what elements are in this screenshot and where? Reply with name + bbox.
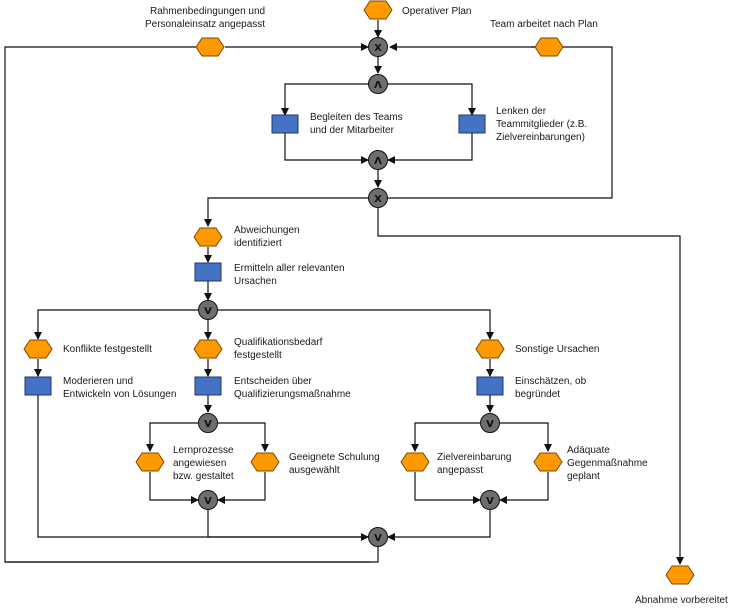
function-moderieren-label-2: Entwickeln von Lösungen xyxy=(63,389,176,400)
function-einschaetzen-label-2: begründet xyxy=(515,389,560,400)
event-geeignete-schulung: Geeignete Schulung ausgewählt xyxy=(250,452,380,476)
event-konflikte-label: Konflikte festgestellt xyxy=(63,344,152,355)
or-split-qualification-symbol: V xyxy=(204,419,212,430)
connectors xyxy=(4,20,684,565)
function-entscheiden-label-2: Qualifizierungsmaßnahme xyxy=(234,389,351,400)
event-rahmenbedingungen-label-1: Rahmenbedingungen und xyxy=(150,6,265,17)
function-lenken: Lenken der Teammitglieder (z.B. Zielvere… xyxy=(458,106,587,143)
function-einschaetzen-label-1: Einschätzen, ob xyxy=(515,376,587,387)
event-team-plan: Team arbeitet nach Plan xyxy=(490,19,598,57)
event-qualifikationsbedarf-label-2: festgestellt xyxy=(234,350,282,361)
event-konflikte: Konflikte festgestellt xyxy=(23,339,152,359)
and-join-top-symbol: Λ xyxy=(374,156,382,167)
xor-split-middle-symbol: X xyxy=(374,194,382,205)
event-lernprozesse-label-1: Lernprozesse xyxy=(173,445,234,456)
or-split-other: V xyxy=(480,413,500,433)
or-split-other-symbol: V xyxy=(486,419,494,430)
event-lernprozesse: Lernprozesse angewiesen bzw. gestaltet xyxy=(135,445,234,482)
event-lernprozesse-label-3: bzw. gestaltet xyxy=(173,471,234,482)
function-einschaetzen: Einschätzen, ob begründet xyxy=(476,376,587,400)
event-geeignete-schulung-label-1: Geeignete Schulung xyxy=(289,452,380,463)
function-lenken-label-2: Teammitglieder (z.B. xyxy=(496,119,587,130)
function-begleiten: Begleiten des Teams und der Mitarbeiter xyxy=(271,112,403,136)
and-join-top: Λ xyxy=(368,150,388,170)
event-adaequate-gegenmassnahme: Adäquate Gegenmaßnahme geplant xyxy=(533,445,648,482)
function-lenken-label-3: Zielvereinbarungen) xyxy=(496,132,585,143)
or-split-causes-symbol: V xyxy=(204,306,212,317)
xor-join-top-symbol: X xyxy=(374,43,382,54)
function-moderieren: Moderieren und Entwickeln von Lösungen xyxy=(24,376,176,400)
event-operativer-plan-label: Operativer Plan xyxy=(402,6,471,17)
function-lenken-label-1: Lenken der xyxy=(496,106,547,117)
event-sonstige-ursachen: Sonstige Ursachen xyxy=(475,339,600,359)
event-abnahme-vorbereitet: Abnahme vorbereitet xyxy=(635,565,728,606)
or-join-final: V xyxy=(368,527,388,547)
event-zielvereinbarung-label-2: angepasst xyxy=(437,465,483,476)
function-ermitteln-label-2: Ursachen xyxy=(234,276,277,287)
function-entscheiden: Entscheiden über Qualifizierungsmaßnahme xyxy=(194,376,351,400)
event-qualifikationsbedarf-label-1: Qualifikationsbedarf xyxy=(234,337,323,348)
or-split-qualification: V xyxy=(198,413,218,433)
event-qualifikationsbedarf: Qualifikationsbedarf festgestellt xyxy=(193,337,323,361)
event-abnahme-vorbereitet-label: Abnahme vorbereitet xyxy=(635,595,728,606)
function-ermitteln-label-1: Ermitteln aller relevanten xyxy=(234,263,345,274)
function-begleiten-label-2: und der Mitarbeiter xyxy=(310,125,395,136)
or-join-qualification-symbol: V xyxy=(204,496,212,507)
and-split-top-symbol: Λ xyxy=(374,80,382,91)
xor-split-middle: X xyxy=(368,188,388,208)
or-join-qualification: V xyxy=(198,490,218,510)
event-adaequate-label-3: geplant xyxy=(567,471,600,482)
function-ermitteln: Ermitteln aller relevanten Ursachen xyxy=(194,262,345,287)
or-join-other: V xyxy=(480,490,500,510)
event-adaequate-label-1: Adäquate xyxy=(567,445,610,456)
and-split-top: Λ xyxy=(368,74,388,94)
or-split-causes: V xyxy=(198,300,218,320)
event-zielvereinbarung: Zielvereinbarung angepasst xyxy=(400,452,512,476)
event-team-plan-label: Team arbeitet nach Plan xyxy=(490,19,598,30)
event-rahmenbedingungen: Rahmenbedingungen und Personaleinsatz an… xyxy=(145,6,265,57)
event-abweichungen: Abweichungen identifiziert xyxy=(193,225,300,249)
function-begleiten-label-1: Begleiten des Teams xyxy=(310,112,403,123)
event-abweichungen-label-1: Abweichungen xyxy=(234,225,300,236)
event-operativer-plan: Operativer Plan xyxy=(363,0,471,20)
event-rahmenbedingungen-label-2: Personaleinsatz angepasst xyxy=(145,19,265,30)
event-sonstige-ursachen-label: Sonstige Ursachen xyxy=(515,344,600,355)
xor-join-top: X xyxy=(368,37,388,57)
function-entscheiden-label-1: Entscheiden über xyxy=(234,376,313,387)
or-join-other-symbol: V xyxy=(486,496,494,507)
event-abweichungen-label-2: identifiziert xyxy=(234,238,282,249)
or-join-final-symbol: V xyxy=(374,533,382,544)
event-lernprozesse-label-2: angewiesen xyxy=(173,458,226,469)
event-adaequate-label-2: Gegenmaßnahme xyxy=(567,458,648,469)
function-moderieren-label-1: Moderieren und xyxy=(63,376,133,387)
event-zielvereinbarung-label-1: Zielvereinbarung xyxy=(437,452,512,463)
event-geeignete-schulung-label-2: ausgewählt xyxy=(289,465,340,476)
